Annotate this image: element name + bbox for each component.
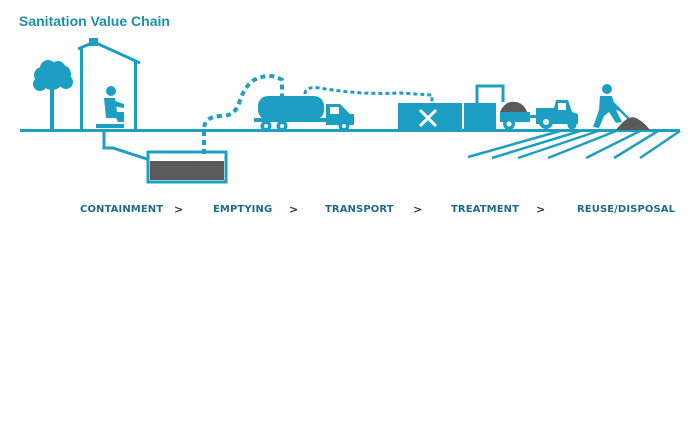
vacuum-truck-icon bbox=[254, 96, 354, 132]
treatment-plant-icon bbox=[398, 84, 505, 131]
transfer-line bbox=[303, 86, 434, 103]
latrine-icon bbox=[77, 38, 141, 130]
field-icon bbox=[467, 129, 681, 160]
stage-separator: > bbox=[289, 203, 299, 216]
hose-icon bbox=[202, 74, 284, 154]
ground-line bbox=[20, 129, 680, 132]
stage-separator: > bbox=[536, 203, 546, 216]
value-chain-illustration bbox=[20, 38, 681, 184]
stage-containment: CONTAINMENT bbox=[80, 204, 164, 215]
stage-separator: > bbox=[413, 203, 423, 216]
diagram-title: Sanitation Value Chain bbox=[19, 13, 170, 29]
heap-icon bbox=[616, 117, 650, 130]
stage-transport: TRANSPORT bbox=[325, 204, 394, 215]
stage-treatment: TREATMENT bbox=[451, 204, 520, 215]
stage-reuse-disposal: REUSE/DISPOSAL bbox=[577, 204, 676, 215]
stage-separator: > bbox=[174, 203, 184, 216]
pipe-icon bbox=[102, 131, 151, 162]
pit-tank-icon bbox=[146, 150, 228, 184]
stage-emptying: EMPTYING bbox=[213, 204, 273, 215]
tree-icon bbox=[33, 60, 73, 130]
tractor-icon bbox=[500, 100, 578, 130]
